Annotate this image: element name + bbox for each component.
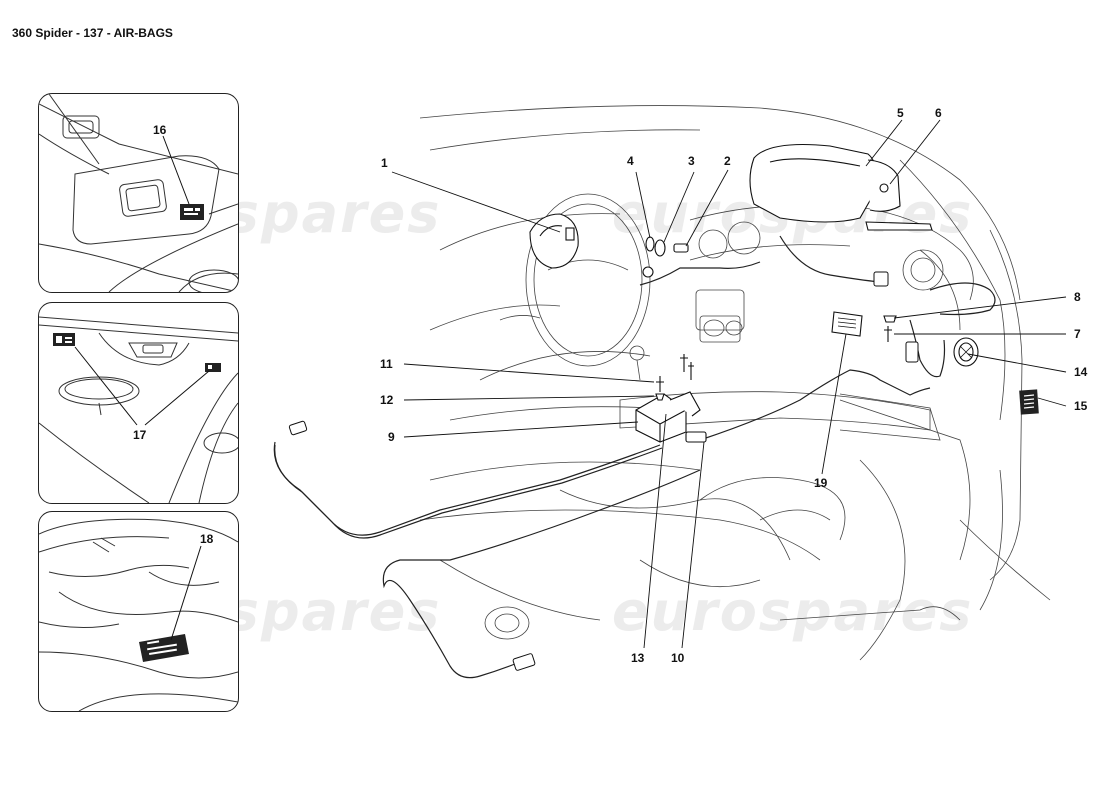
callout-8: 8 xyxy=(1074,290,1081,304)
mirror-drawing xyxy=(39,316,238,503)
callout-15: 15 xyxy=(1074,399,1088,413)
inset-panel-mirror: 17 xyxy=(38,302,239,504)
callout-17: 17 xyxy=(133,428,147,442)
callout-13: 13 xyxy=(631,651,645,665)
callout-10: 10 xyxy=(671,651,685,665)
callout-7: 7 xyxy=(1074,327,1081,341)
inset-panel-label: 18 xyxy=(38,511,239,712)
callout-9: 9 xyxy=(388,430,395,444)
callout-3: 3 xyxy=(688,154,695,168)
callout-16: 16 xyxy=(153,123,167,137)
callout-5: 5 xyxy=(897,106,904,120)
callout-1: 1 xyxy=(381,156,388,170)
callout-18: 18 xyxy=(200,532,214,546)
callout-4: 4 xyxy=(627,154,634,168)
callout-2: 2 xyxy=(724,154,731,168)
page-title: 360 Spider - 137 - AIR-BAGS xyxy=(12,26,173,40)
callout-6: 6 xyxy=(935,106,942,120)
callout-19: 19 xyxy=(814,476,828,490)
callout-14: 14 xyxy=(1074,365,1088,379)
sun-visor-drawing xyxy=(39,94,238,292)
inset-panel-sun-visor: 16 xyxy=(38,93,239,293)
callout-12: 12 xyxy=(380,393,394,407)
label-area-drawing xyxy=(39,518,238,711)
callout-11: 11 xyxy=(380,357,393,371)
